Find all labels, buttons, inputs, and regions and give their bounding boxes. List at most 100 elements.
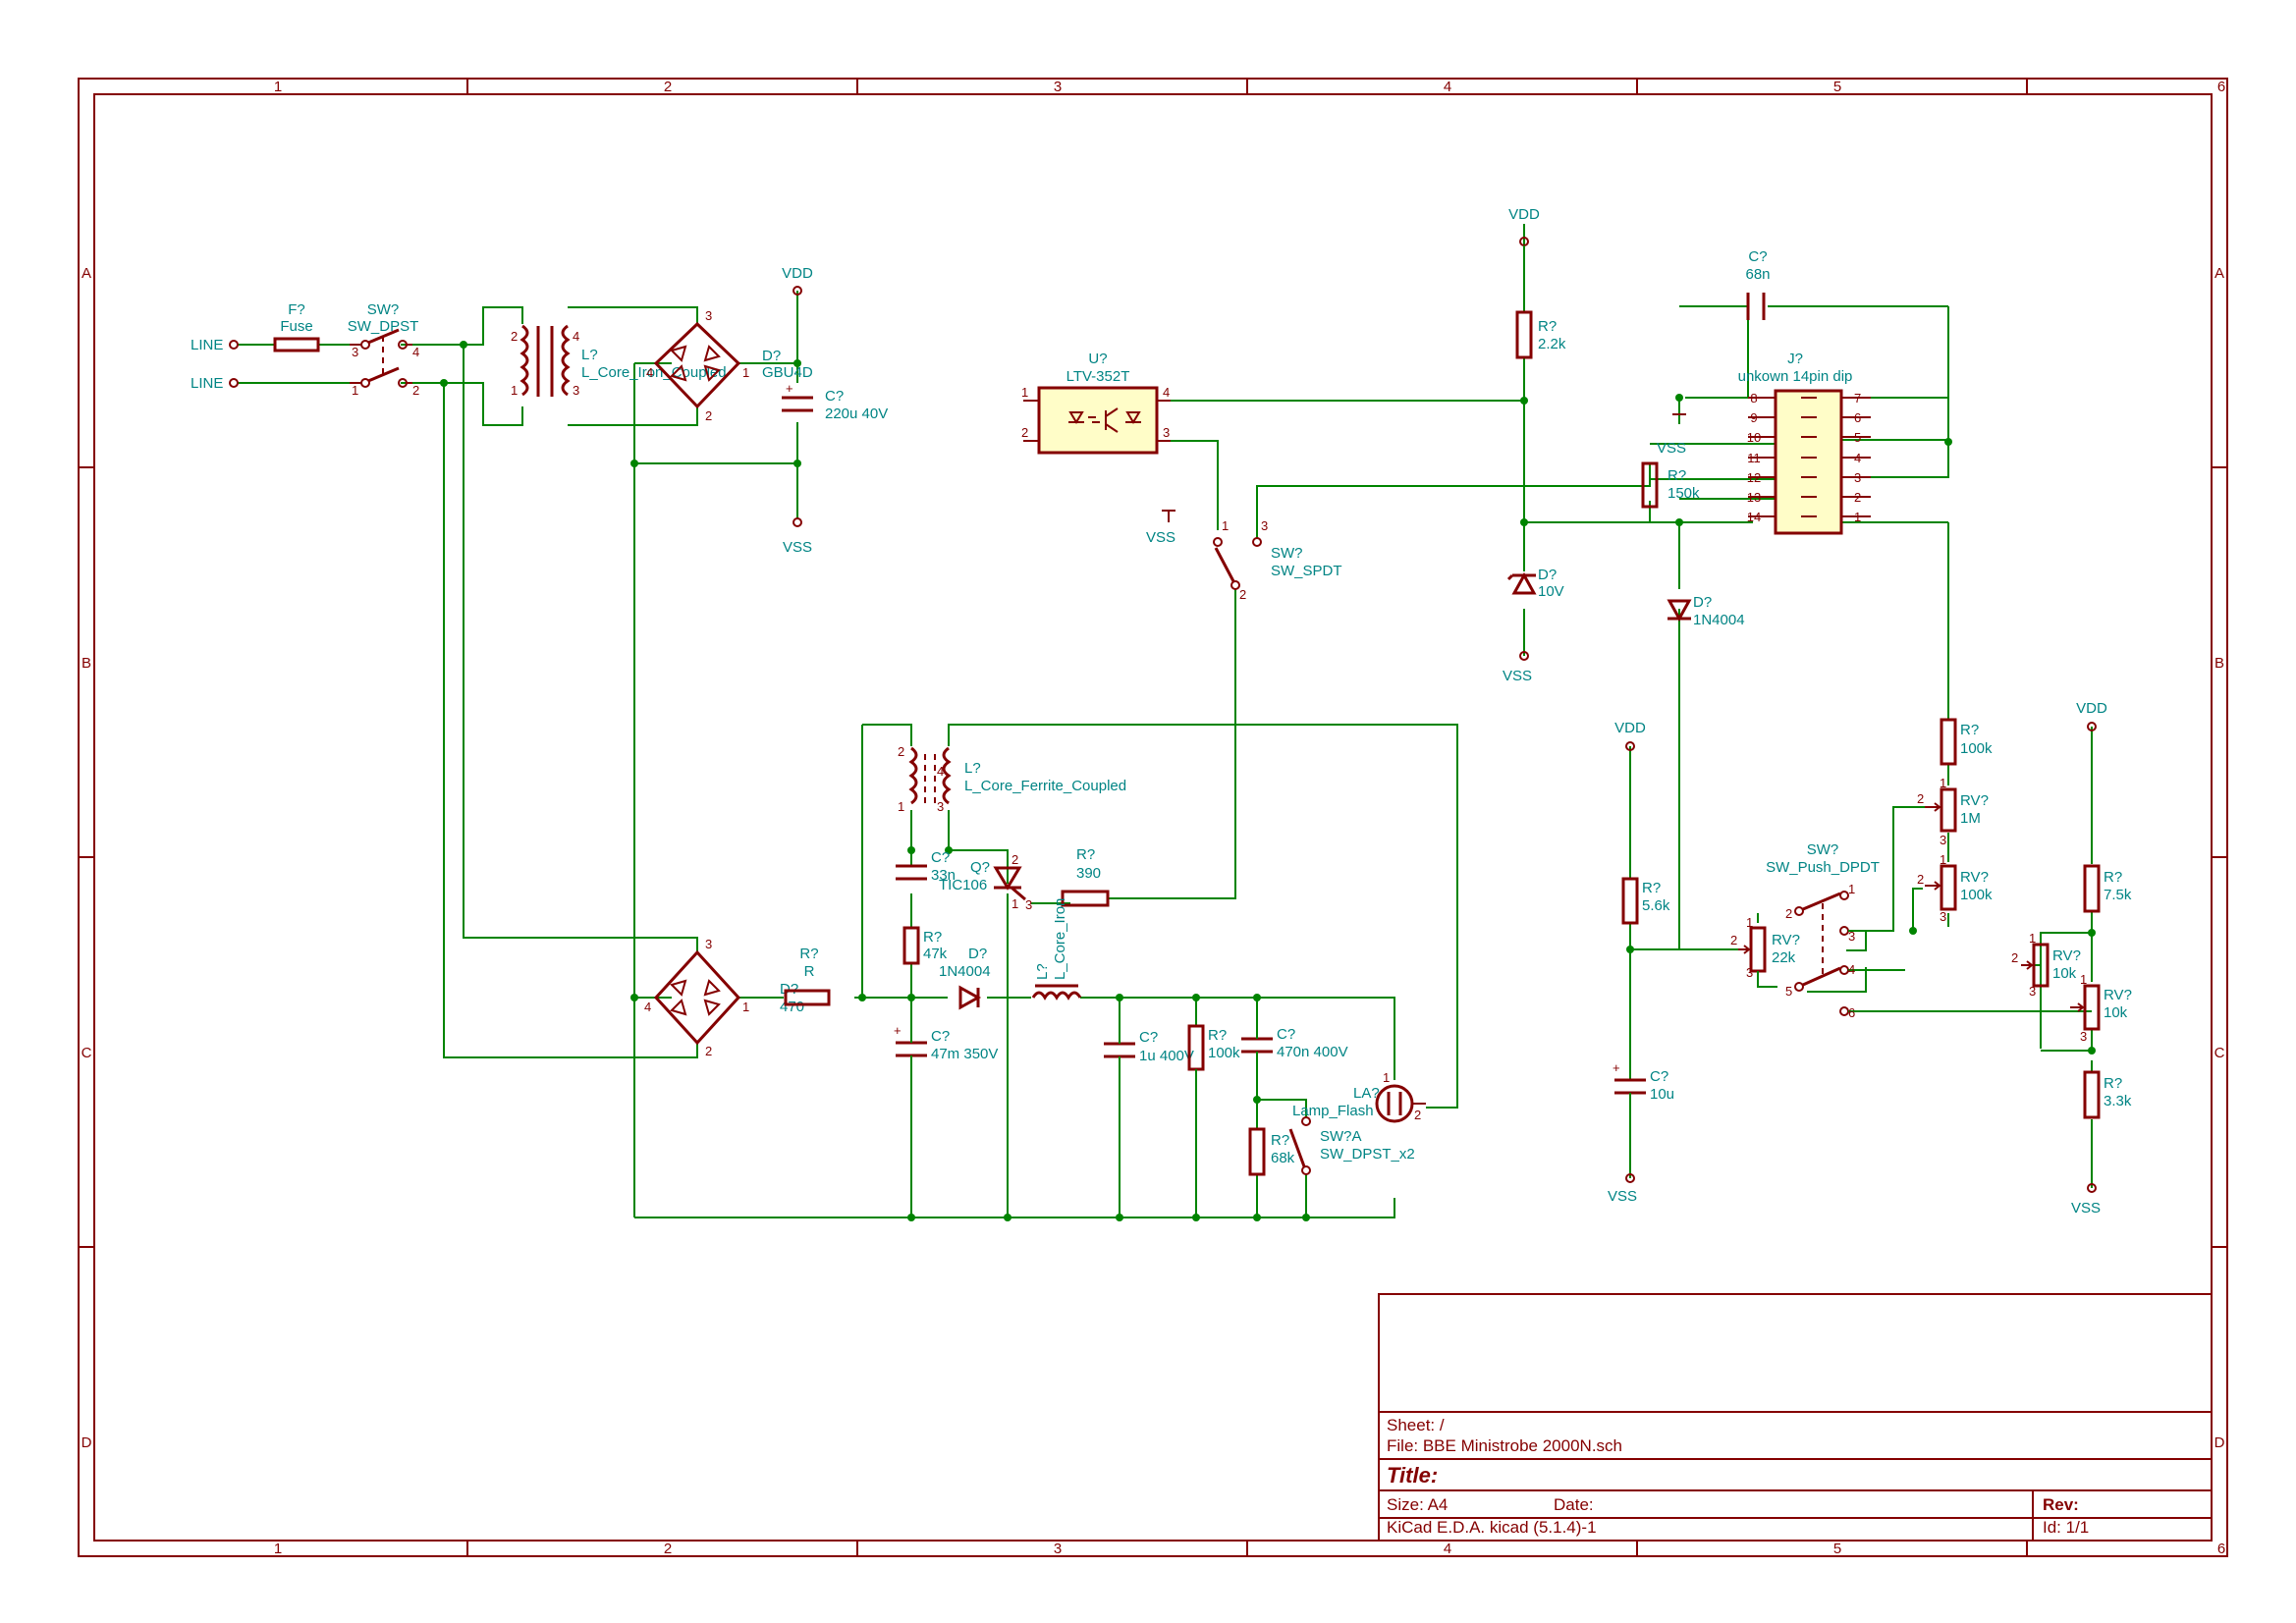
sw-push-leads <box>1848 930 1905 1012</box>
row-label-left-d: D <box>82 1434 92 1451</box>
net-line-bottom: LINE <box>191 375 223 392</box>
opto-body <box>1037 386 1159 455</box>
wire-line-inputs <box>238 344 483 384</box>
junction-12 <box>1192 994 1200 1001</box>
r-7k5-body <box>2083 864 2101 913</box>
sw-x2-contact-bottom <box>1301 1165 1311 1175</box>
cap-470n-value: 470n 400V <box>1277 1044 1348 1060</box>
trigger-coil: 2 1 4 3 L? L_Core_Ferrite_Coupled <box>898 744 1126 814</box>
wire-trigger <box>861 724 1458 1109</box>
junction-5 <box>793 460 801 467</box>
bridge-top-value: GBU4D <box>762 364 813 381</box>
cap-68n-ref: C? <box>1748 248 1767 265</box>
resistor-2k2: R? 2.2k <box>1515 310 1566 359</box>
scr-symbol <box>993 866 1026 901</box>
col-label-top-3: 3 <box>1054 79 1062 95</box>
rv-100k-pin-3: 3 <box>1940 909 1946 924</box>
rv-22k-wiper <box>1738 945 1751 954</box>
rv-10k-a-value: 10k <box>2052 965 2077 982</box>
junctions <box>440 341 2096 1221</box>
rv-22k-value: 22k <box>1772 949 1796 966</box>
rv-100k-pin-1: 1 <box>1940 852 1946 867</box>
junction-10 <box>945 846 953 854</box>
sw-push-ref: SW? <box>1807 841 1839 858</box>
junction-28 <box>2088 929 2096 937</box>
r-5k6-ref: R? <box>1642 880 1661 896</box>
col-label-bottom-3: 3 <box>1054 1541 1062 1557</box>
potentiometer-10k-a: 2 1 3 RV? 10k <box>2011 931 2081 999</box>
resistor-150k: R? 150k <box>1641 461 1700 509</box>
scr-value: TIC106 <box>939 877 987 893</box>
choke-value: L_Core_Iron <box>1052 898 1068 980</box>
sw-x2-value: SW_DPST_x2 <box>1320 1146 1415 1163</box>
col-label-top-5: 5 <box>1833 79 1841 95</box>
choke-ref: L? <box>1034 963 1051 980</box>
transformer-pin-4: 4 <box>573 329 579 344</box>
row-label-left-a: A <box>82 265 91 282</box>
title-block: Sheet: / File: BBE Ministrobe 2000N.sch … <box>1378 1293 2213 1542</box>
title-block-border <box>1378 1293 2213 1542</box>
opto-pin-1: 1 <box>1021 385 1028 400</box>
rv-10k-b-pin-1: 1 <box>2080 972 2087 987</box>
r-68k-ref: R? <box>1271 1132 1289 1149</box>
bridge-top-pin-2: 2 <box>705 408 712 423</box>
r-2k2-value: 2.2k <box>1538 336 1566 352</box>
opto-internals <box>1068 407 1141 433</box>
resistor-100k-a: R? 100k <box>1187 1024 1240 1080</box>
bridge-top-pin-1: 1 <box>742 365 749 380</box>
cap-10u-plus: + <box>1613 1060 1620 1075</box>
trigger-coil-ref: L? <box>964 760 981 777</box>
lamp-envelope <box>1375 1084 1414 1123</box>
scr-pin-1: 1 <box>1011 896 1018 911</box>
tb-date: Date: <box>1554 1495 1594 1514</box>
opto-pins <box>1023 400 1171 442</box>
rv-100k-wiper <box>1925 881 1941 891</box>
resistor-68k: R? 68k <box>1248 1127 1295 1176</box>
rv-10k-b-wiper <box>2070 1002 2085 1012</box>
scr-pin-2: 2 <box>1011 852 1018 867</box>
rv-22k-pin-1: 1 <box>1746 915 1753 930</box>
sw-spdt-value: SW_SPDT <box>1271 563 1342 579</box>
rv-1m-body <box>1940 787 1957 833</box>
r-3k3-ref: R? <box>2104 1075 2122 1092</box>
r-3k3-value: 3.3k <box>2104 1093 2132 1109</box>
dip14-contacts <box>1801 397 1817 517</box>
bridge-bottom-pin-4: 4 <box>644 1000 651 1014</box>
sw-main-ref: SW? <box>367 301 400 318</box>
transformer-value: L_Core_Iron_Coupled <box>581 364 727 381</box>
junction-4 <box>630 460 638 467</box>
diode-1n4004-bottom: D? 1N4004 <box>939 946 991 1010</box>
diode-bottom-value: 1N4004 <box>939 963 991 980</box>
zener-10v: D? 10V <box>1506 567 1564 600</box>
col-label-top-1: 1 <box>274 79 282 95</box>
sw-main-pin-4: 4 <box>412 345 419 359</box>
junction-14 <box>1253 1096 1261 1104</box>
zener-10v-value: 10V <box>1538 583 1564 600</box>
r-47k-body <box>902 926 920 965</box>
r-2k2-body <box>1515 310 1533 359</box>
diode-top-ref: D? <box>1693 594 1712 611</box>
net-vss-dip: VSS <box>1657 440 1686 457</box>
r-r-ref: R? <box>799 946 818 962</box>
resistor-390: R? 390 <box>1061 846 1110 907</box>
bridge-bottom-outline <box>653 949 741 1046</box>
r-47k-value: 47k <box>923 946 948 962</box>
r-390-ref: R? <box>1076 846 1095 863</box>
cap-33n-plates <box>896 864 927 881</box>
sw-main-pins <box>350 344 412 384</box>
tb-id: Id: 1/1 <box>2043 1518 2089 1537</box>
fuse-body <box>273 337 320 352</box>
r-68k-body <box>1248 1127 1266 1176</box>
rv-1m-wiper-wire <box>1892 806 1925 931</box>
junction-25 <box>1944 438 1952 446</box>
trigger-coil-pin-4: 4 <box>937 764 944 779</box>
lamp-flash: 1 2 LA? Lamp_Flash <box>1292 1070 1426 1123</box>
junction-13 <box>1253 994 1261 1001</box>
r-100k-a-ref: R? <box>1208 1027 1227 1044</box>
vdd-right-symbol <box>2087 722 2097 731</box>
sw-x2-lever <box>1288 1128 1306 1167</box>
cap-1u-ref: C? <box>1139 1029 1158 1046</box>
cap-68n-value: 68n <box>1745 266 1770 283</box>
resistor-47k: R? 47k <box>902 926 948 965</box>
r-68k-value: 68k <box>1271 1150 1295 1166</box>
